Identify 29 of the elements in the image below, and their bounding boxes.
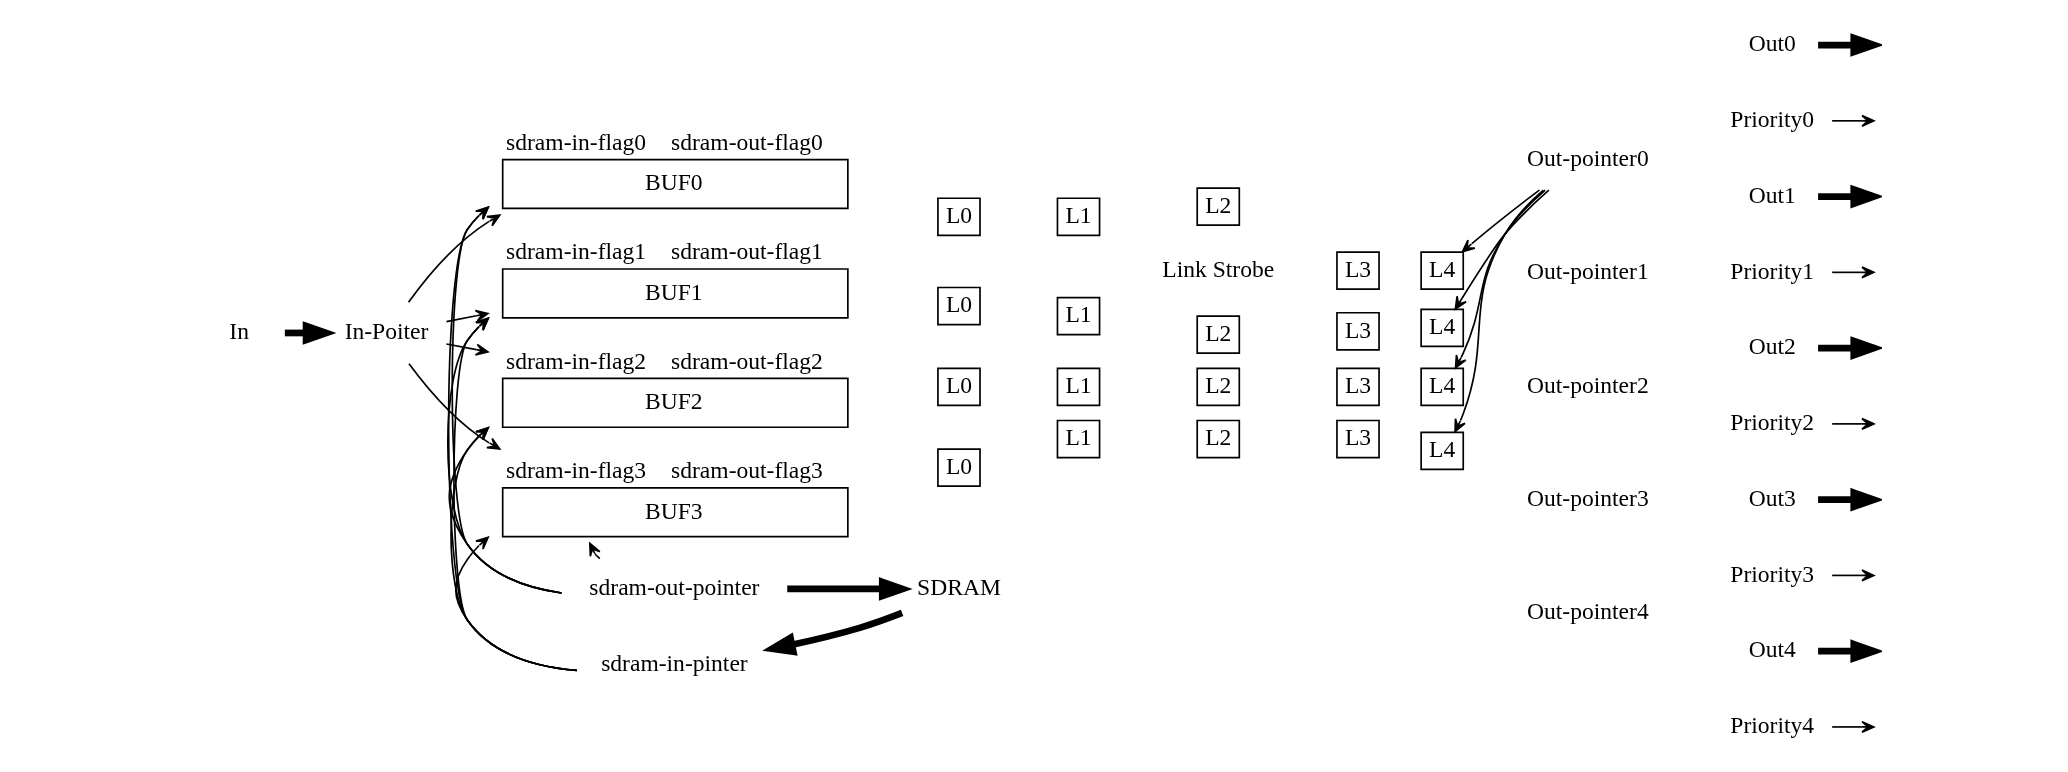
- node-label: sdram-in-flag2: [505, 347, 646, 374]
- node-text: Out4: [1748, 636, 1796, 663]
- node-text: Out-pointer1: [1526, 257, 1649, 284]
- label: Link Strobe: [1161, 255, 1274, 282]
- node-text: Out-pointer2: [1526, 372, 1649, 399]
- node-label: sdram-out-flag1: [670, 238, 823, 265]
- node-text: Priority4: [1729, 712, 1814, 739]
- node-label: sdram-in-flag0: [505, 128, 646, 155]
- node-text: Out-pointer4: [1526, 597, 1649, 624]
- node-text: In-Poiter: [344, 318, 428, 345]
- node-text: Out1: [1748, 181, 1796, 208]
- node-text: Priority1: [1729, 257, 1814, 284]
- node-text: Priority2: [1729, 409, 1814, 436]
- node-label: sdram-out-flag0: [670, 128, 823, 155]
- node-text: sdram-in-pinter: [600, 649, 748, 676]
- node-label: sdram-out-flag3: [670, 457, 823, 484]
- node-label: sdram-out-flag2: [670, 347, 823, 374]
- node-text: sdram-out-pointer: [588, 574, 759, 601]
- node-label: sdram-in-flag1: [505, 238, 646, 265]
- node-text: Out3: [1748, 484, 1796, 511]
- node-text: Out2: [1748, 333, 1796, 360]
- node-text: SDRAM: [916, 574, 1001, 601]
- node-text: Out-pointer0: [1526, 144, 1649, 171]
- node-label: sdram-in-flag3: [505, 457, 646, 484]
- node-text: Priority3: [1729, 560, 1814, 587]
- node-text: Priority0: [1729, 106, 1814, 133]
- node-text: Out-pointer3: [1526, 484, 1649, 511]
- node-text: In: [228, 318, 249, 345]
- node-text: Out0: [1748, 30, 1796, 57]
